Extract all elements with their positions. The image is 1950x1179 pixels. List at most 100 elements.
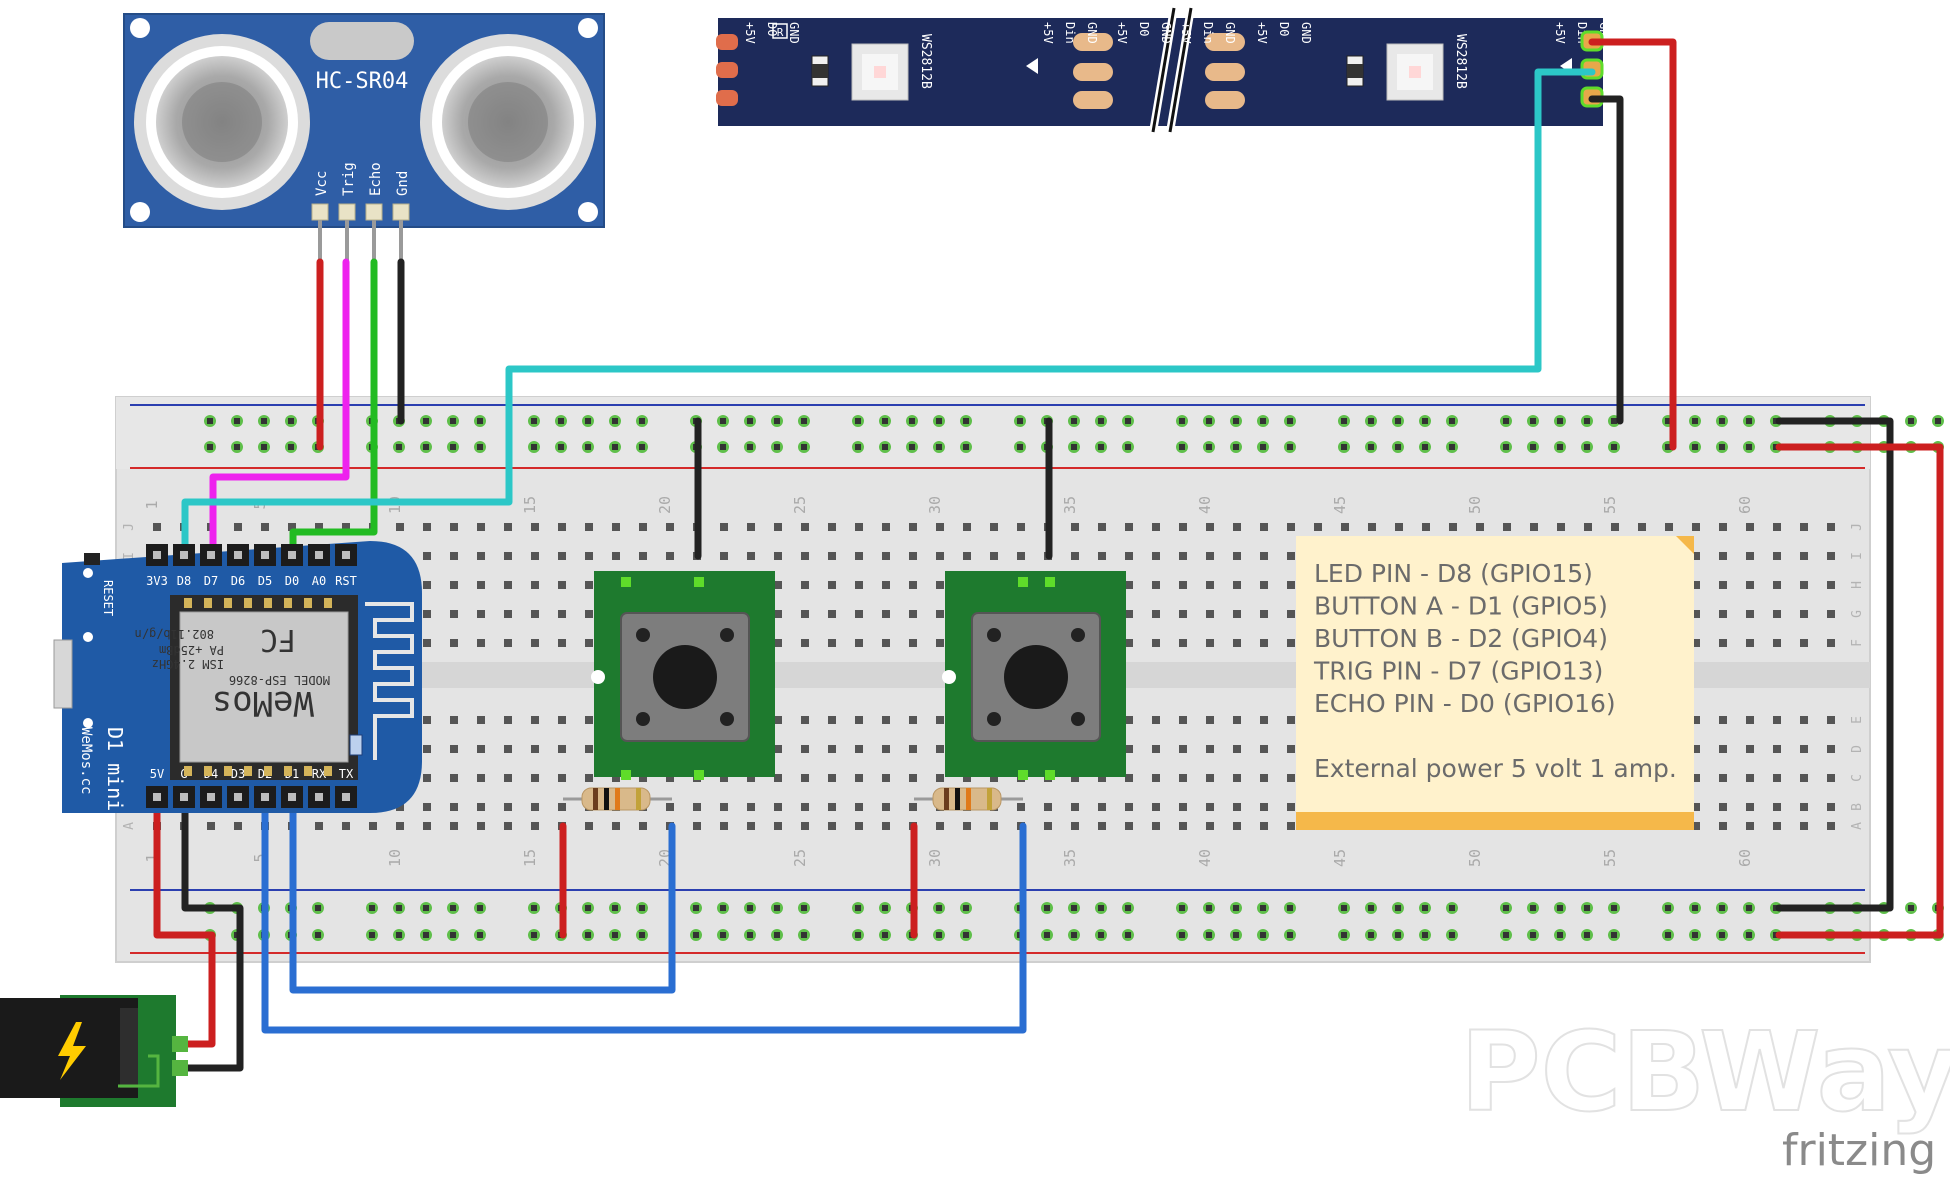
wires <box>153 38 1944 1072</box>
breadboard-hole <box>396 822 404 830</box>
strip-pin-label: GND <box>1159 22 1173 44</box>
breadboard-hole <box>342 822 350 830</box>
breadboard-hole <box>207 822 215 830</box>
led-chip-label: WS2812B <box>1453 34 1468 89</box>
breadboard-hole <box>1152 745 1160 753</box>
breadboard-hole <box>936 552 944 560</box>
strip-pin-label: D0 <box>765 22 779 36</box>
breadboard-hole <box>396 803 404 811</box>
breadboard-hole <box>531 639 539 647</box>
breadboard-hole <box>828 745 836 753</box>
breadboard-hole <box>1692 745 1700 753</box>
breadboard-hole <box>1152 610 1160 618</box>
breadboard-hole <box>477 803 485 811</box>
note-line: External power 5 volt 1 amp. <box>1314 754 1677 783</box>
breadboard-hole <box>1233 639 1241 647</box>
breadboard-hole <box>1152 803 1160 811</box>
breadboard-hole <box>450 610 458 618</box>
breadboard-hole <box>1746 822 1754 830</box>
breadboard-hole <box>1692 581 1700 589</box>
strip-pin-label: +5V <box>1179 22 1193 44</box>
column-number-label: 45 <box>1331 849 1349 867</box>
column-number-label: 50 <box>1466 496 1484 514</box>
breadboard-hole <box>963 774 971 782</box>
breadboard-hole <box>1287 822 1295 830</box>
breadboard-hole <box>1476 523 1484 531</box>
breadboard-hole <box>558 716 566 724</box>
breadboard-hole <box>747 822 755 830</box>
row-letter-label: J <box>1850 523 1865 531</box>
column-number-label: 45 <box>1331 496 1349 514</box>
breadboard-hole <box>585 745 593 753</box>
column-number-label: 55 <box>1601 849 1619 867</box>
breadboard-hole <box>477 745 485 753</box>
breadboard-hole <box>1017 523 1025 531</box>
breadboard-hole <box>234 523 242 531</box>
resistor-a <box>563 787 672 811</box>
breadboard-hole <box>855 774 863 782</box>
breadboard-hole <box>1314 523 1322 531</box>
breadboard-hole <box>639 774 647 782</box>
breadboard-hole <box>909 803 917 811</box>
breadboard-hole <box>1692 523 1700 531</box>
wire-button-b-signal <box>261 792 1027 1034</box>
column-number-label: 25 <box>791 496 809 514</box>
breadboard-hole <box>1260 523 1268 531</box>
breadboard-hole <box>558 803 566 811</box>
breadboard-hole <box>882 639 890 647</box>
breadboard-hole <box>1260 822 1268 830</box>
breadboard-hole <box>585 610 593 618</box>
breadboard-hole <box>936 639 944 647</box>
breadboard-hole <box>450 639 458 647</box>
breadboard-hole <box>1071 822 1079 830</box>
breadboard-hole <box>1125 803 1133 811</box>
column-number-label: 35 <box>1061 496 1079 514</box>
breadboard-hole <box>1287 610 1295 618</box>
breadboard-hole <box>774 523 782 531</box>
breadboard-hole <box>1827 774 1835 782</box>
note-line: BUTTON B - D2 (GPIO4) <box>1314 624 1608 653</box>
wire-sensor-trig <box>209 258 350 559</box>
row-letter-label: J <box>122 523 137 531</box>
breadboard-hole <box>909 716 917 724</box>
breadboard-hole <box>585 639 593 647</box>
board-pin-label: RST <box>335 574 357 588</box>
breadboard-hole <box>477 639 485 647</box>
wemos-d1-mini: RESET 802.11b/g/n PA +25dBm ISM 2.4GHz F… <box>53 541 422 813</box>
breadboard-hole <box>504 745 512 753</box>
breadboard-hole <box>504 610 512 618</box>
breadboard-hole <box>1773 581 1781 589</box>
breadboard-hole <box>801 803 809 811</box>
breadboard-hole <box>1233 803 1241 811</box>
breadboard-hole <box>1800 610 1808 618</box>
breadboard-hole <box>1125 822 1133 830</box>
row-letter-label: A <box>1850 822 1865 830</box>
column-number-label: 25 <box>791 849 809 867</box>
row-letter-label: I <box>1850 552 1865 560</box>
breadboard-hole <box>1017 803 1025 811</box>
sensor-model-label: HC-SR04 <box>316 69 409 94</box>
breadboard-hole <box>1179 745 1187 753</box>
breadboard-hole <box>1287 716 1295 724</box>
led-chip-label: WS2812B <box>918 34 933 89</box>
breadboard-hole <box>423 716 431 724</box>
breadboard-hole <box>1719 552 1727 560</box>
breadboard-hole <box>1233 745 1241 753</box>
breadboard-hole <box>1719 610 1727 618</box>
breadboard-hole <box>720 552 728 560</box>
breadboard-hole <box>693 803 701 811</box>
strip-pin-label: D0 <box>1277 22 1291 36</box>
breadboard-hole <box>801 639 809 647</box>
module-model-label: MODEL ESP-8266 <box>229 673 330 687</box>
breadboard-hole <box>1206 610 1214 618</box>
breadboard-hole <box>1152 552 1160 560</box>
breadboard-hole <box>1044 803 1052 811</box>
breadboard-hole <box>1773 716 1781 724</box>
breadboard-hole <box>1746 610 1754 618</box>
breadboard-hole <box>828 639 836 647</box>
row-letter-label: C <box>1850 774 1865 782</box>
breadboard-hole <box>1773 774 1781 782</box>
breadboard-hole <box>423 745 431 753</box>
